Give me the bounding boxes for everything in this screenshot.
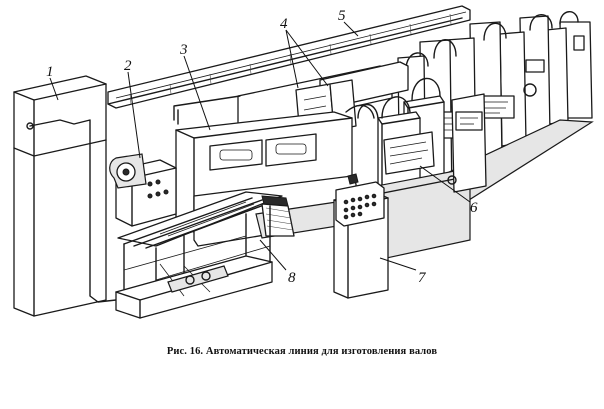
overhead-conveyor <box>107 5 471 109</box>
drive-pedestal <box>109 153 177 227</box>
figure-caption: Рис. 16. Автоматическая линия для изгото… <box>166 346 438 357</box>
electrical-cabinet <box>13 75 117 317</box>
label-5: 5 <box>338 8 346 24</box>
label-8: 8 <box>288 270 296 286</box>
label-7: 7 <box>418 270 427 286</box>
leader-lines <box>49 21 471 271</box>
loading-conveyor <box>115 191 295 319</box>
label-2: 2 <box>124 58 132 74</box>
label-6: 6 <box>470 200 478 216</box>
label-3: 3 <box>179 42 188 58</box>
label-1: 1 <box>46 64 54 80</box>
callout-labels: 1 2 3 4 5 6 7 8 <box>46 8 478 286</box>
control-pedestal <box>333 173 389 299</box>
label-4: 4 <box>280 16 288 32</box>
